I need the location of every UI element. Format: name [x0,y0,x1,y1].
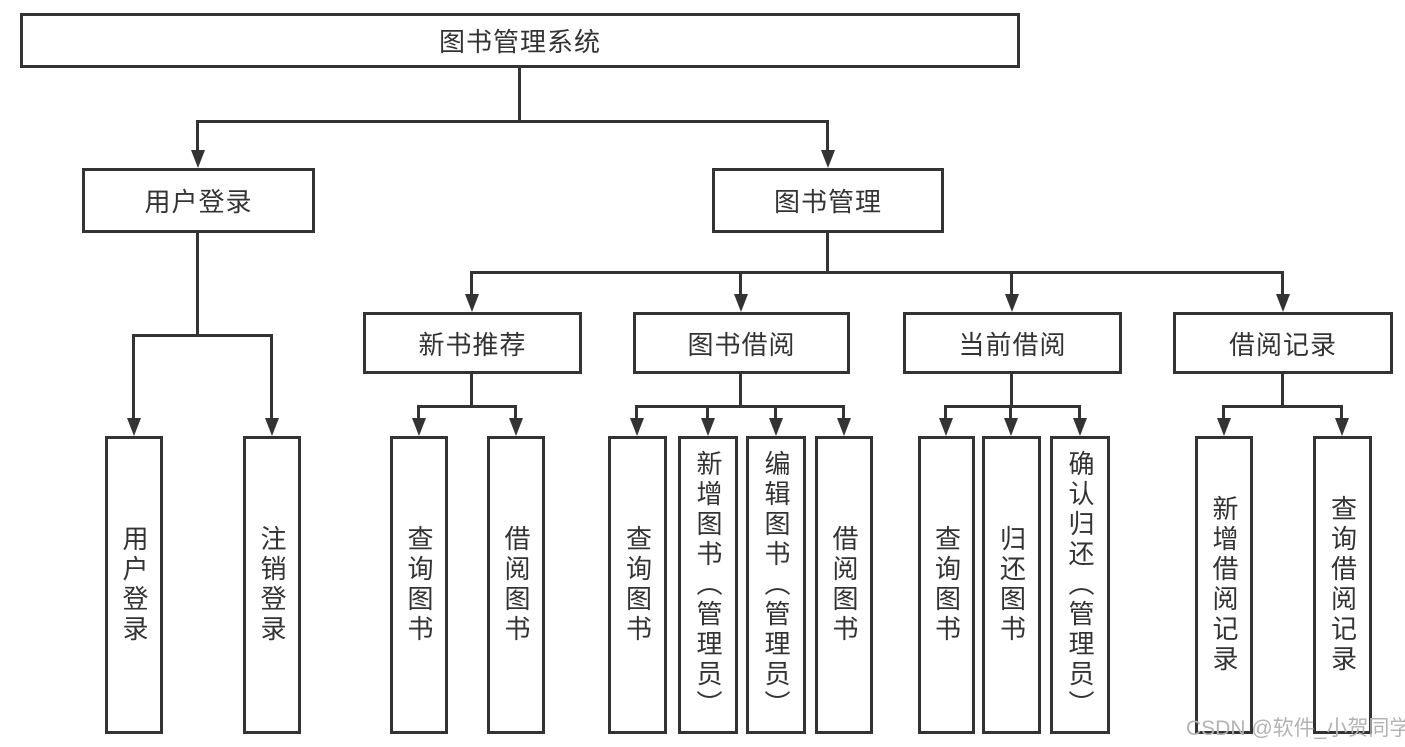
node-book-management: 图书管理 [712,168,944,233]
leaf-edit-books-admin: 编辑图书（管理员） [746,436,806,734]
node-label: 图书管理 [773,187,882,217]
arrow-down-icon [509,418,523,436]
node-book-borrow: 图书借阅 [633,312,850,374]
connector-root-hline [196,120,829,123]
connector-drop [1009,406,1012,420]
node-label: 图书管理系统 [438,27,601,57]
node-label: 用户登录 [144,187,253,217]
leaf-confirm-return-admin: 确认归还（管理员） [1050,436,1110,734]
node-label: 图书借阅 [687,329,796,360]
connector-drop-new-book [470,272,473,296]
arrow-down-icon [191,150,205,168]
leaf-add-borrow-record: 新增借阅记录 [1195,436,1253,734]
arrow-down-icon [127,418,141,436]
connector-drop [842,406,845,420]
arrow-down-icon [1276,294,1290,312]
leaf-label: 查询图书 [931,525,962,645]
leaf-label: 查询图书 [622,525,653,645]
node-label: 当前借阅 [958,329,1067,360]
arrow-down-icon [769,418,783,436]
connector-book-mgmt-trunk [826,233,829,273]
connector-drop [635,406,638,420]
leaf-borrow-books-borrow: 借阅图书 [815,436,873,734]
leaf-label: 新增图书（管理员） [693,450,723,720]
connector-drop-book-mgmt [826,121,829,152]
arrow-down-icon [1073,418,1087,436]
connector-drop-leaf-logout [270,336,273,420]
connector-bookborrow-hline [635,405,845,408]
leaf-query-books-newbook: 查询图书 [390,436,448,734]
leaf-logout-login: 注销登录 [243,436,301,734]
connector-newbook-trunk [470,374,473,407]
node-root-library-system: 图书管理系统 [20,13,1020,68]
leaf-label: 借阅图书 [829,525,859,645]
leaf-label: 新增借阅记录 [1209,495,1239,675]
arrow-down-icon [465,294,479,312]
arrow-down-icon [630,418,644,436]
leaf-borrow-books-newbook: 借阅图书 [487,436,545,734]
connector-drop [1340,406,1343,420]
leaf-label: 编辑图书（管理员） [761,450,791,720]
arrow-down-icon [1217,418,1231,436]
connector-records-trunk [1281,374,1284,407]
arrow-down-icon [821,150,835,168]
leaf-label: 查询图书 [404,525,434,645]
connector-currentborrow-hline [944,405,1081,408]
leaf-add-books-admin: 新增图书（管理员） [678,436,738,734]
arrow-down-icon [939,418,953,436]
connector-drop [706,406,709,420]
connector-records-hline [1222,405,1343,408]
connector-currentborrow-trunk [1010,374,1013,407]
node-label: 新书推荐 [418,329,527,360]
node-user-login: 用户登录 [82,168,315,233]
leaf-label: 查询借阅记录 [1327,495,1358,675]
leaf-label: 注销登录 [257,525,287,645]
leaf-query-books-current: 查询图书 [918,436,975,734]
connector-drop [774,406,777,420]
connector-bookborrow-trunk [739,374,742,407]
connector-user-login-trunk [196,233,199,336]
arrow-down-icon [701,418,715,436]
leaf-label: 归还图书 [996,525,1027,645]
connector-root-trunk [518,68,521,122]
arrow-down-icon [837,418,851,436]
connector-user-login-hline [132,334,273,337]
connector-drop [944,406,947,420]
arrow-down-icon [734,294,748,312]
connector-drop-borrow-records [1281,272,1284,296]
arrow-down-icon [1005,294,1019,312]
connector-drop [514,406,517,420]
node-current-borrow: 当前借阅 [903,312,1122,374]
connector-drop-user-login [196,121,199,152]
connector-drop-current-borrow [1010,272,1013,296]
leaf-query-books-borrow: 查询图书 [608,436,667,734]
connector-book-mgmt-hline [470,271,1284,274]
csdn-watermark: CSDN @软件_小贺同学 [1186,717,1405,740]
node-new-book-recommend: 新书推荐 [363,312,582,374]
leaf-return-books: 归还图书 [982,436,1041,734]
arrow-down-icon [1004,418,1018,436]
connector-drop [417,406,420,420]
leaf-label: 用户登录 [119,525,149,645]
arrow-down-icon [265,418,279,436]
connector-drop [1222,406,1225,420]
arrow-down-icon [1335,418,1349,436]
leaf-label: 借阅图书 [501,525,531,645]
connector-drop-leaf-user-login [132,336,135,420]
leaf-user-login: 用户登录 [105,436,163,734]
connector-drop-book-borrow [739,272,742,296]
leaf-query-borrow-record: 查询借阅记录 [1313,436,1372,734]
node-borrow-records: 借阅记录 [1173,312,1393,374]
connector-newbook-hline [417,405,517,408]
connector-drop [1078,406,1081,420]
node-label: 借阅记录 [1228,329,1337,360]
leaf-label: 确认归还（管理员） [1065,450,1095,720]
arrow-down-icon [412,418,426,436]
